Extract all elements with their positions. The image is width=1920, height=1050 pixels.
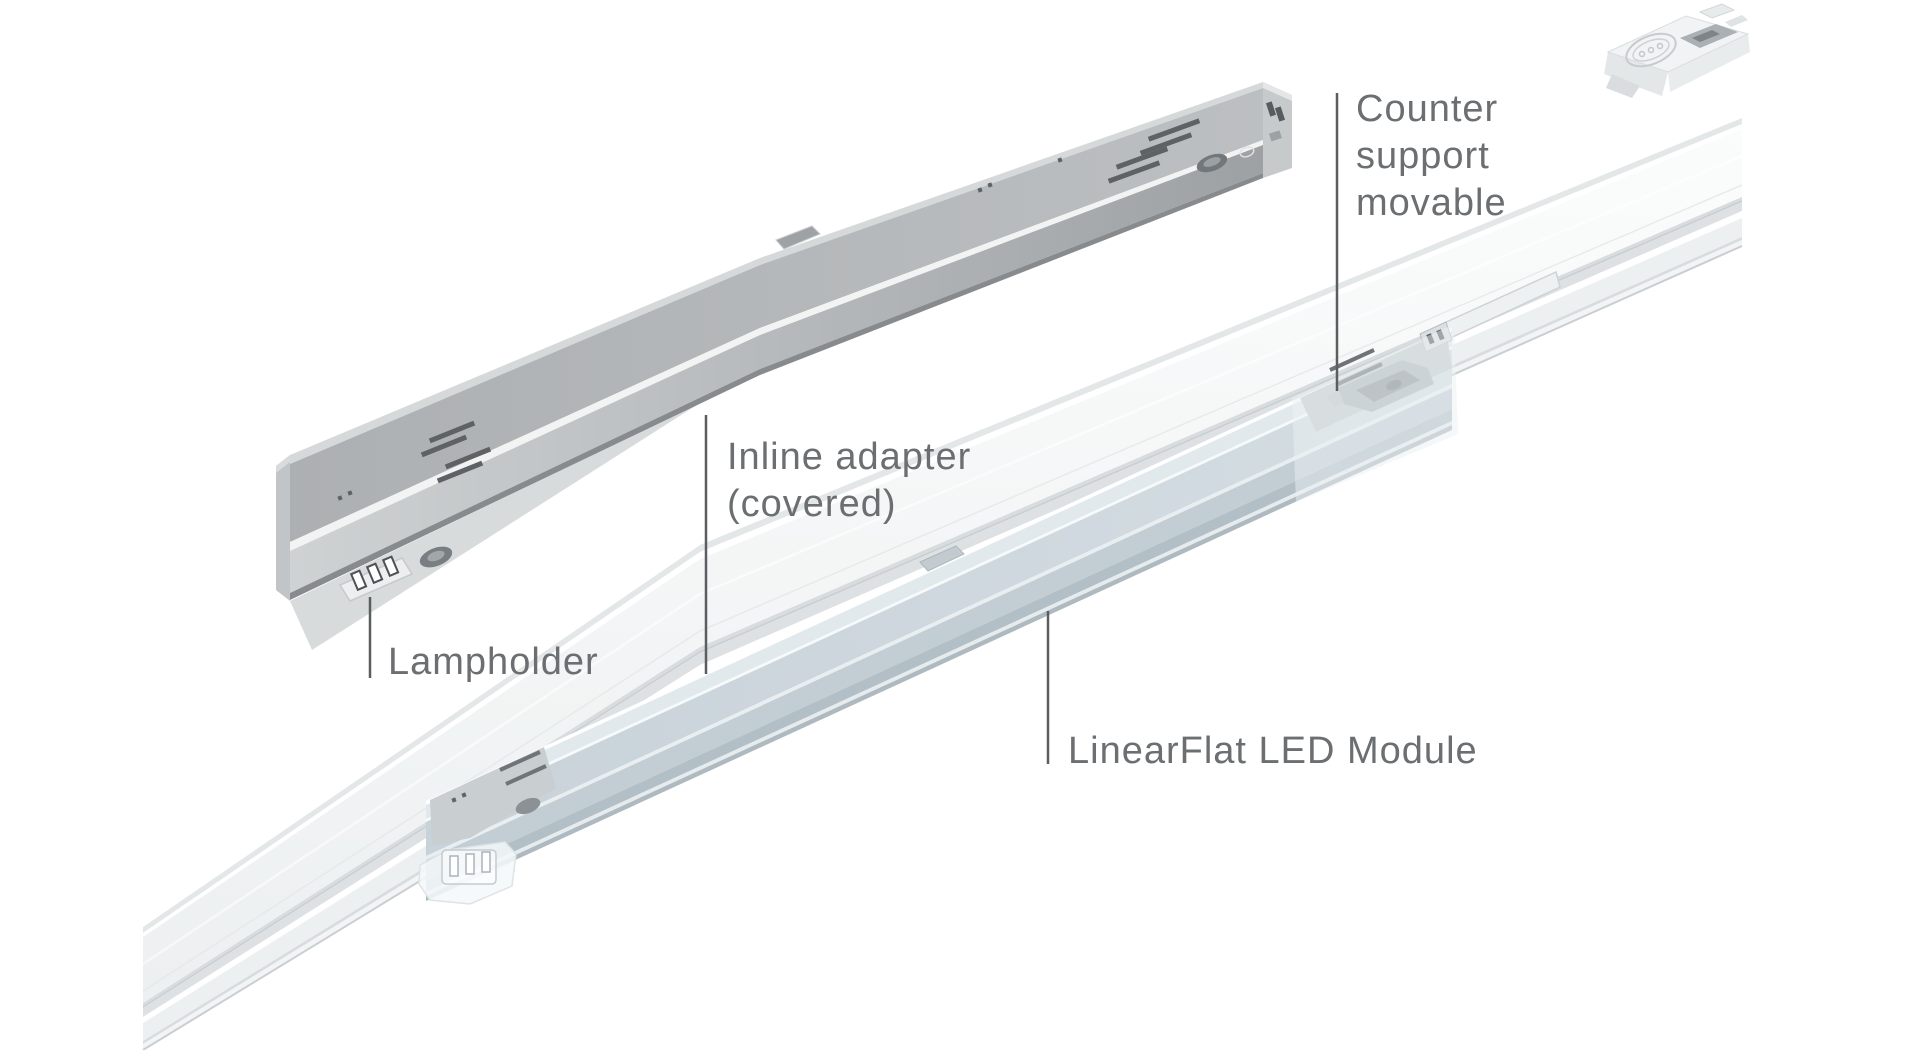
rail-knockout-right-inner [1203, 157, 1221, 167]
clip-front-face [1604, 52, 1668, 96]
rail-clip-tab [775, 225, 821, 250]
rail-underside-knockout-inner [427, 550, 445, 562]
leader-lines [368, 93, 1339, 764]
module-seam-2 [426, 384, 1452, 860]
module-upper-band [426, 331, 1452, 819]
rail-top-rim [290, 82, 1263, 464]
rail-right-endface [1263, 82, 1292, 178]
rail-bottom-edge [290, 173, 1263, 600]
clip-emboss-mark [1656, 42, 1664, 50]
label-led-module: LinearFlat LED Module [1068, 728, 1478, 775]
rail-left-endcap [276, 455, 290, 601]
label-inline-adapter-line1: Inline adapter [727, 436, 972, 478]
module-lower-glass [426, 388, 1452, 881]
rail-emboss-circle [1239, 146, 1255, 158]
ghost-lampholder-slot [449, 855, 459, 877]
clip-emboss-inner [1632, 38, 1670, 62]
track-lower-lip [143, 218, 1742, 1041]
label-counter-support-line1: Counter [1356, 88, 1499, 130]
module-seam [426, 346, 1452, 822]
module-bottom-highlight [426, 421, 1452, 896]
rail-vent-slots-right [1107, 118, 1201, 184]
module-glass-band [426, 349, 1452, 856]
module-glass-nose [418, 841, 517, 905]
led-module [418, 321, 1458, 905]
label-led-module-text: LinearFlat LED Module [1068, 730, 1478, 772]
ghost-lampholder-slot [481, 851, 491, 873]
clip-emboss-mark [1638, 50, 1646, 58]
module-bottom-edge [426, 425, 1452, 901]
clip-mechanism-slot [1692, 30, 1720, 42]
counter-support-clip [1604, 3, 1750, 98]
track-face-seamline [142, 184, 1743, 992]
rail-top-face [290, 88, 1263, 542]
label-inline-adapter: Inline adapter (covered) [727, 434, 971, 528]
lampholder-pin [381, 555, 400, 578]
lampholder-connector [338, 555, 414, 602]
track-main-face [143, 129, 1742, 1003]
module-glass-overlay-right [1292, 324, 1458, 502]
module-clip-tab [919, 545, 965, 572]
label-counter-support-line2: support [1356, 135, 1490, 177]
label-lampholder: Lampholder [388, 639, 599, 686]
rail-left-endcap-top [276, 455, 290, 473]
lampholder-pin [349, 569, 368, 592]
rail-edge-highlight [290, 140, 1263, 551]
label-lampholder-text: Lampholder [388, 641, 599, 683]
track-face-sheen [142, 154, 1743, 966]
module-left-internals [430, 747, 556, 846]
module-deep-band [426, 409, 1452, 892]
carrier-rail [276, 82, 1292, 650]
clip-emboss-mark [1647, 46, 1655, 54]
rail-fixing-marks [337, 157, 1063, 501]
clip-tab-b [1725, 15, 1748, 27]
label-inline-adapter-line2: (covered) [727, 483, 897, 525]
clip-emboss-outer [1625, 32, 1677, 68]
clip-foot [1606, 74, 1640, 98]
label-counter-support-line3: movable [1356, 182, 1507, 224]
ghost-lampholder-slot [465, 853, 475, 875]
rail-underside [290, 403, 700, 650]
clip-tab-a [1698, 3, 1736, 19]
clip-right-face [1668, 34, 1750, 92]
rail-vent-slots-left [420, 420, 492, 484]
rail-front-face [290, 145, 1263, 593]
lampholder-pin [365, 562, 384, 585]
label-counter-support: Counter support movable [1356, 86, 1507, 227]
